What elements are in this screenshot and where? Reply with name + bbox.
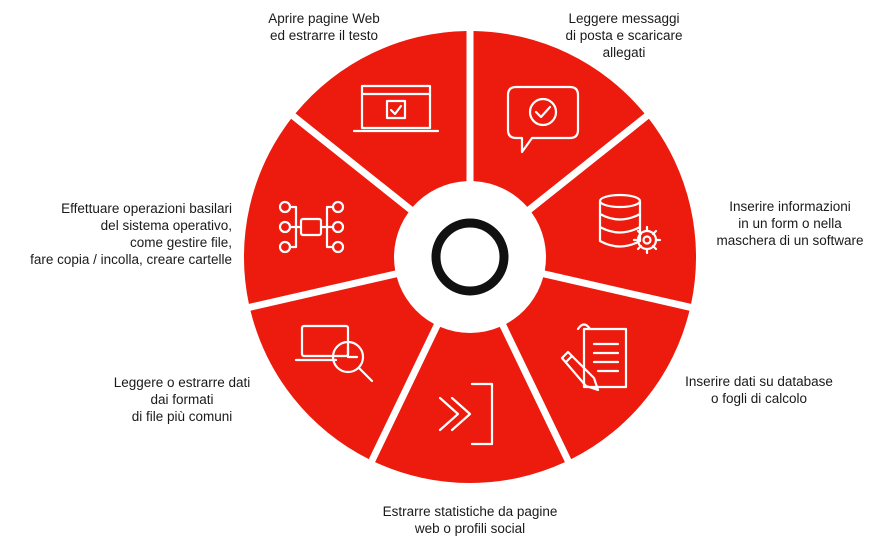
label-extract-statistics: Estrarre statistiche da pagine web o pro… (382, 504, 558, 536)
arrow-into-bracket-icon (438, 382, 494, 446)
label-fill-forms: Inserire informazioni in un form o nella… (716, 199, 864, 248)
document-pencil-icon (560, 323, 628, 392)
label-read-email: Leggere messaggi di posta e scaricare al… (565, 11, 683, 60)
wheel-segment (531, 118, 697, 304)
wheel-segment (506, 277, 690, 460)
chat-bubble-check-icon (506, 85, 580, 154)
label-os-operations: Effettuare operazioni basilari del siste… (30, 201, 232, 267)
database-gear-icon (598, 193, 662, 255)
center-ring (431, 218, 509, 296)
browser-window-check-icon (352, 84, 440, 133)
wheel-segment (295, 31, 467, 207)
wheel-segment (473, 31, 645, 207)
hierarchy-nodes-icon (278, 200, 345, 254)
wheel-segment (375, 326, 565, 483)
wheel-segment (250, 277, 434, 460)
laptop-magnifier-icon (294, 324, 374, 383)
label-read-files: Leggere o estrarre dati dai formati di f… (113, 375, 251, 424)
label-insert-database: Inserire dati su database o fogli di cal… (685, 374, 833, 406)
label-open-web-pages: Aprire pagine Web ed estrarre il testo (268, 11, 380, 43)
